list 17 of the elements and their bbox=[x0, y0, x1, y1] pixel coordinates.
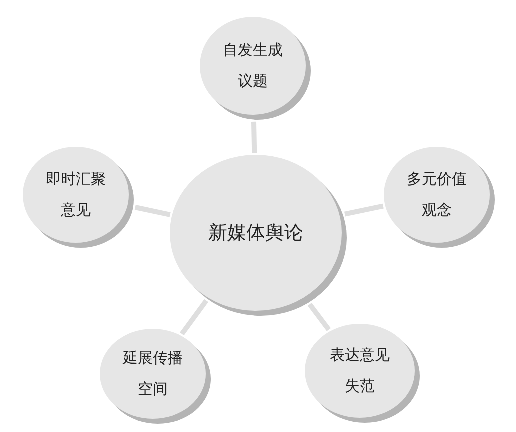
topic-circle bbox=[384, 147, 495, 248]
topic-label: 新媒体舆论 bbox=[208, 220, 304, 246]
connector-line bbox=[308, 303, 331, 332]
topic-label: 延展传播空间 bbox=[122, 348, 184, 400]
topic-label: 即时汇聚意见 bbox=[45, 169, 107, 221]
topic-label: 多元价值观念 bbox=[406, 169, 468, 221]
topic-circle bbox=[200, 17, 311, 120]
topic-label: 表达意见失范 bbox=[329, 345, 391, 397]
topic-circle bbox=[100, 329, 211, 424]
central-topic-circle bbox=[170, 155, 347, 316]
topic-circle bbox=[305, 324, 420, 423]
connector-line bbox=[252, 122, 258, 154]
connector-line bbox=[134, 205, 171, 218]
connector-line bbox=[344, 204, 384, 217]
connector-line bbox=[180, 299, 209, 336]
topic-circle bbox=[23, 147, 134, 248]
topic-label: 自发生成议题 bbox=[222, 40, 284, 92]
